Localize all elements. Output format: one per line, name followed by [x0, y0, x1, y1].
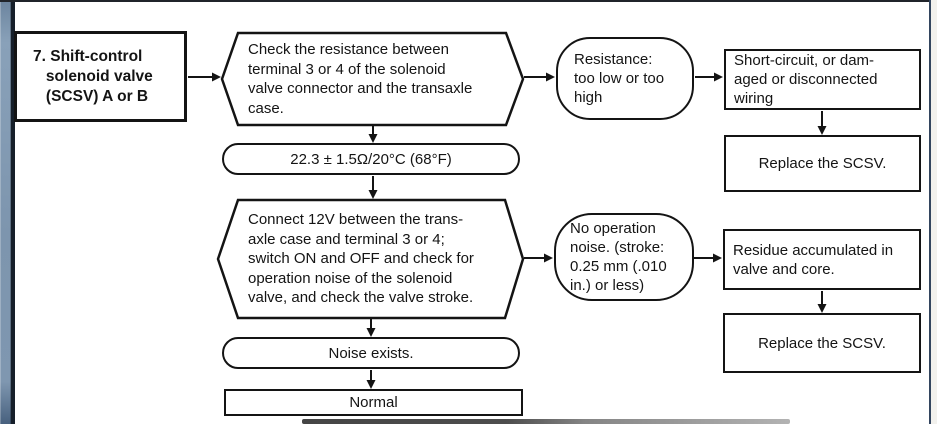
connect-12v-hexagon: [216, 198, 525, 320]
resistance-symptom-node: Resistance: too low or too high: [556, 37, 694, 120]
page-left-edge-dark-line: [11, 0, 15, 424]
page-right-margin: [931, 0, 937, 424]
step2-hexagon-label: Connect 12V between the trans- axle case…: [248, 211, 474, 307]
scan-artifact-smudge: [302, 419, 790, 424]
residue-cause-node: Residue accumulated in valve and core.: [723, 229, 921, 290]
replace-scsv-node-2: Replace the SCSV.: [723, 313, 921, 373]
step1-hexagon-label: Check the resistance between terminal 3 …: [248, 41, 473, 117]
flow-arrows: [188, 72, 827, 389]
resistance-spec-node: 22.3 ± 1.5Ω/20°C (68°F): [222, 143, 520, 175]
check-resistance-hexagon: [220, 31, 525, 127]
start-node: 7. Shift-control solenoid valve (SCSV) A…: [14, 31, 187, 122]
page-left-edge-stripe: [0, 0, 11, 424]
replace-scsv-node-1: Replace the SCSV.: [724, 135, 921, 192]
page-top-border-line: [0, 0, 931, 2]
normal-node: Normal: [224, 389, 523, 416]
wiring-cause-node: Short-circuit, or dam- aged or disconnec…: [724, 49, 921, 110]
no-operation-noise-node: No operation noise. (stroke: 0.25 mm (.0…: [554, 213, 694, 301]
page-right-border-line: [929, 0, 931, 424]
noise-exists-node: Noise exists.: [222, 337, 520, 369]
